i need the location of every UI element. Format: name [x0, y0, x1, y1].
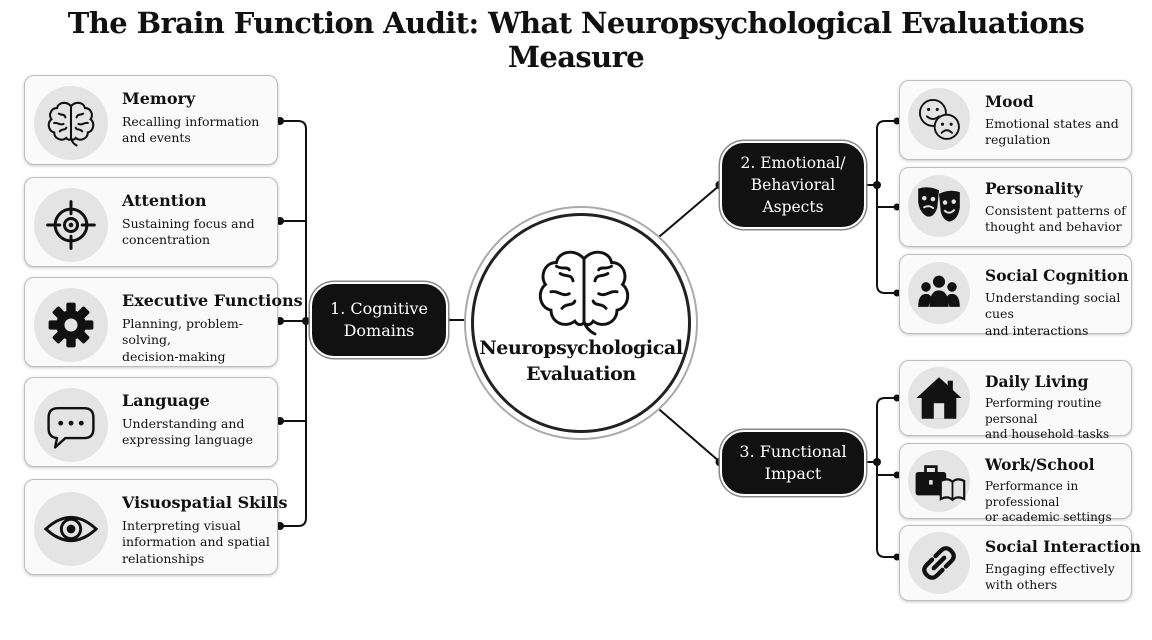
card-description: Understanding social cues and interactio… [985, 290, 1121, 338]
people-icon [908, 262, 970, 324]
card-title: Language [122, 391, 210, 410]
briefcase-book-icon [908, 450, 970, 512]
theater-masks-icon [908, 175, 970, 237]
gear-icon [34, 288, 108, 362]
card-attention: Attention Sustaining focus and concentra… [24, 177, 278, 267]
diagram-title: The Brain Function Audit: What Neuropsyc… [67, 6, 1085, 74]
card-language: Language Understanding and expressing la… [24, 377, 278, 467]
card-description: Understanding and expressing language [122, 416, 254, 448]
card-title: Memory [122, 89, 196, 108]
card-title: Work/School [985, 455, 1095, 474]
card-personality: Personality Consistent patterns of thoug… [899, 167, 1132, 247]
card-title: Mood [985, 92, 1034, 111]
card-description: Recalling information and events [122, 114, 260, 146]
card-social-cognition: Social Cognition Understanding social cu… [899, 254, 1132, 338]
faces-icon [908, 88, 970, 150]
category-cognitive-domains: 1. Cognitive Domains [312, 284, 446, 356]
card-description: Performance in professional or academic … [985, 479, 1112, 525]
card-title: Personality [985, 179, 1083, 198]
chain-link-icon [908, 532, 970, 594]
house-icon [908, 367, 970, 429]
card-visuospatial-skills: Visuospatial Skills Interpreting visual … [24, 479, 287, 575]
card-title: Executive Functions [122, 291, 303, 310]
brain-icon [34, 86, 108, 160]
card-description: Interpreting visual information and spat… [122, 518, 270, 566]
card-title: Social Cognition [985, 266, 1129, 285]
category-functional-impact: 3. Functional Impact [722, 432, 864, 494]
card-title: Daily Living [985, 372, 1089, 391]
center-label: Neuropsychological Evaluation [479, 337, 683, 385]
card-description: Sustaining focus and concentration [122, 216, 255, 248]
card-title: Attention [122, 191, 207, 210]
speech-bubble-icon [34, 388, 108, 462]
card-description: Performing routine personal and househol… [985, 396, 1110, 442]
card-description: Consistent patterns of thought and behav… [985, 203, 1126, 235]
card-work-school: Work/School Performance in professional … [899, 443, 1132, 524]
card-memory: Memory Recalling information and events [24, 75, 278, 165]
card-description: Emotional states and regulation [985, 116, 1119, 148]
card-social-interaction: Social Interaction Engaging effectively … [899, 525, 1141, 601]
card-executive-functions: Executive Functions Planning, problem-so… [24, 277, 303, 367]
card-mood: Mood Emotional states and regulation [899, 80, 1132, 160]
card-daily-living: Daily Living Performing routine personal… [899, 360, 1132, 441]
target-icon [34, 188, 108, 262]
category-emotional-behavioral-aspects: 2. Emotional/ Behavioral Aspects [722, 143, 864, 227]
brain-icon [529, 244, 639, 340]
eye-icon [34, 492, 108, 566]
card-title: Social Interaction [985, 537, 1142, 556]
center-node: Neuropsychological Evaluation [471, 213, 691, 433]
card-description: Planning, problem-solving, decision-maki… [122, 316, 243, 364]
card-description: Engaging effectively with others [985, 561, 1115, 593]
card-title: Visuospatial Skills [122, 493, 288, 512]
